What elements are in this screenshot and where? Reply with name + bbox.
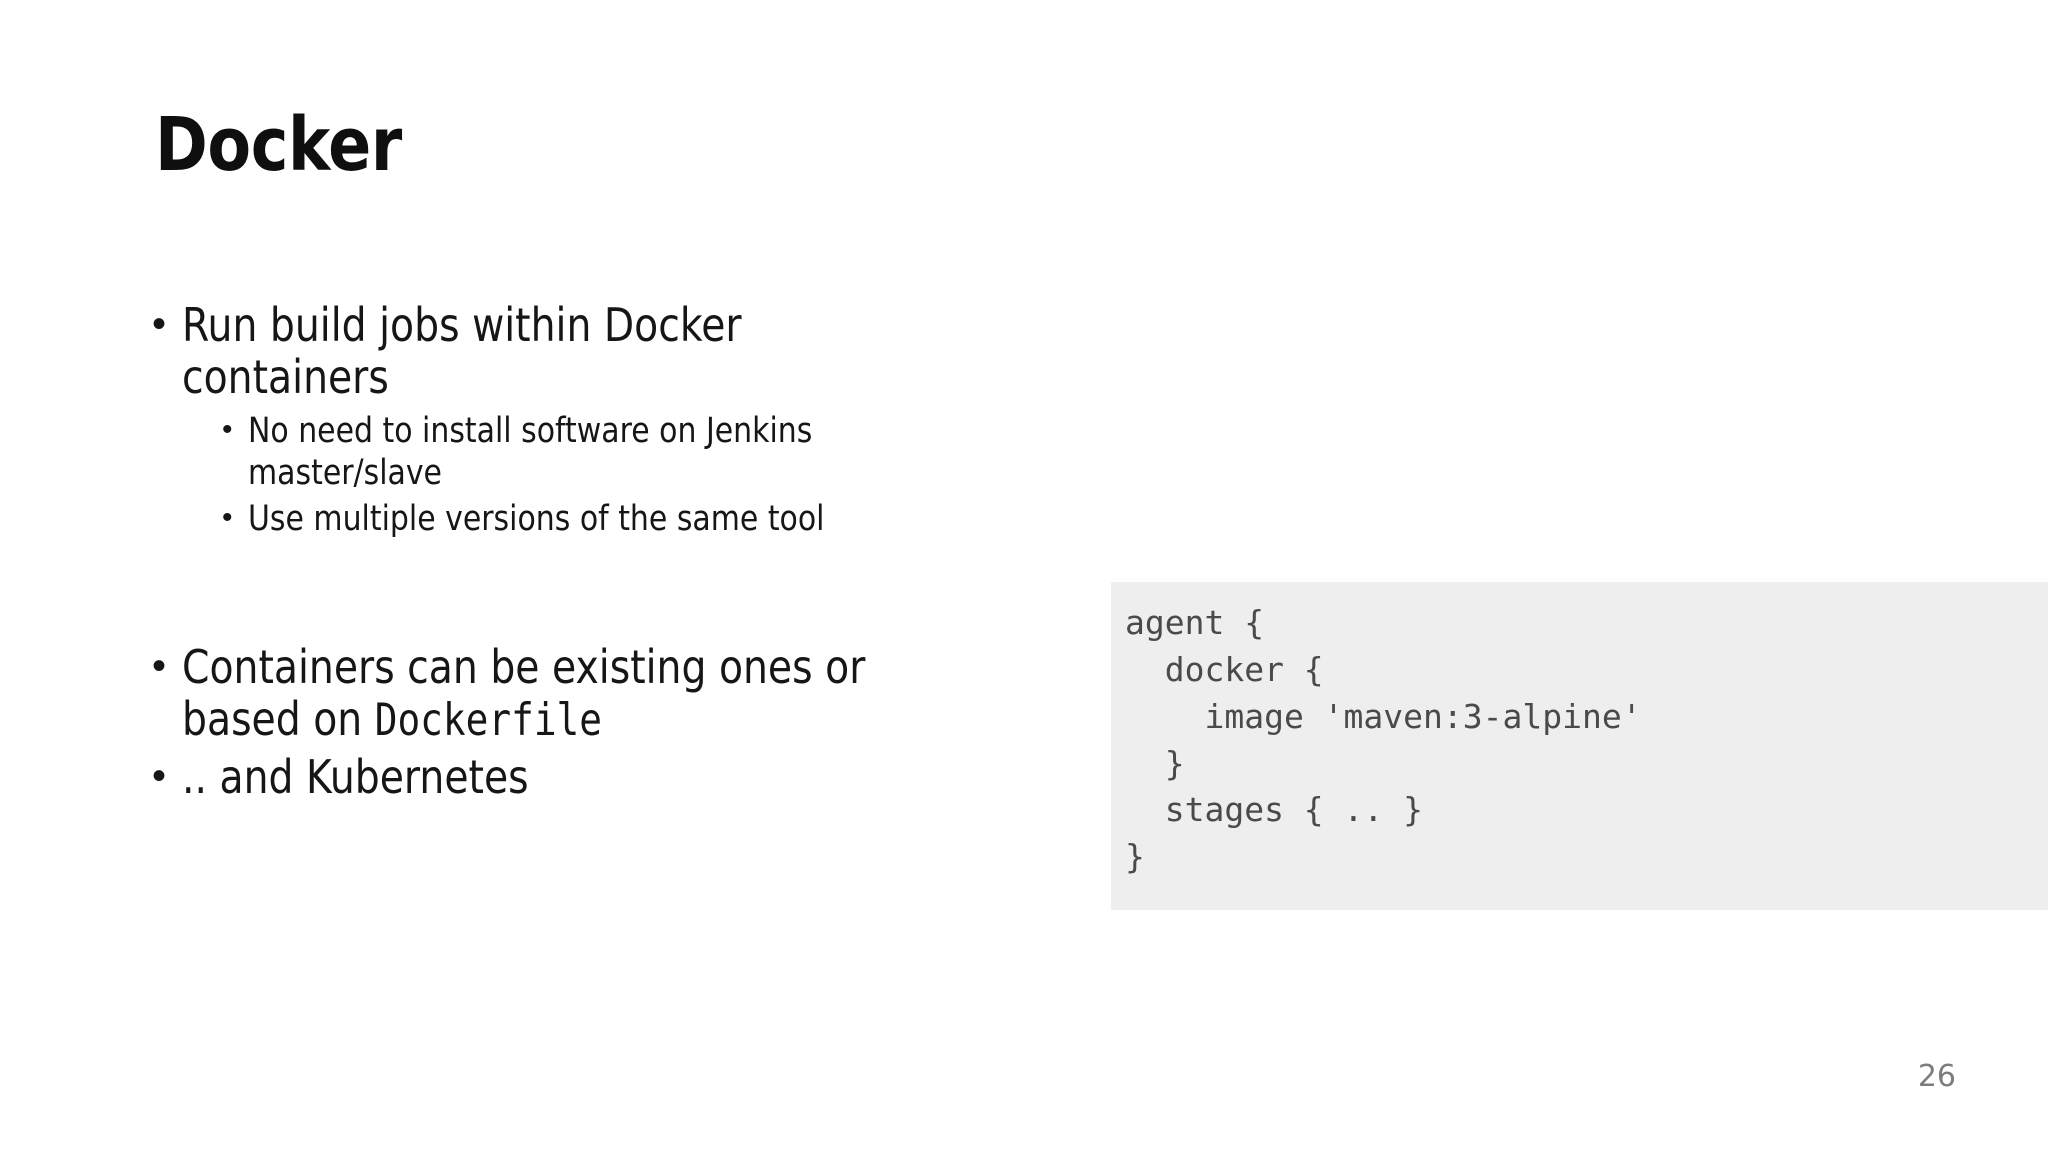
bullet-text: Use multiple versions of the same tool [248,498,825,539]
bullet-item-level2: • No need to install software on Jenkins… [222,410,1032,494]
bullet-text: Run build jobs within Docker containers [182,298,742,404]
bullet-item-level1: • Run build jobs within Docker container… [152,298,1032,404]
page-number: 26 [1917,1059,1956,1094]
bullet-text: No need to install software on Jenkins m… [248,410,813,493]
bullet-dot-icon: • [152,302,167,346]
slide-body: • Run build jobs within Docker container… [152,298,1032,810]
page-title: Docker [155,102,402,188]
bullet-text-code: Dockerfile [374,694,603,746]
bullet-text-plain: Containers can be existing ones or based… [182,639,866,746]
bullet-dot-icon: • [222,412,233,446]
code-snippet-panel: agent { docker { image 'maven:3-alpine' … [1111,582,2048,910]
body-spacer [152,544,1032,642]
bullet-text: Containers can be existing ones or based… [182,639,909,746]
bullet-dot-icon: • [152,753,167,798]
code-snippet-text: agent { docker { image 'maven:3-alpine' … [1125,603,1642,877]
bullet-item-level1: • Containers can be existing ones or bas… [152,639,1032,746]
bullet-text: .. and Kubernetes [182,749,529,804]
bullet-dot-icon: • [152,643,167,688]
bullet-dot-icon: • [222,500,233,534]
bullet-item-level1: • .. and Kubernetes [152,749,1032,804]
bullet-item-level2: • Use multiple versions of the same tool [222,498,1032,540]
